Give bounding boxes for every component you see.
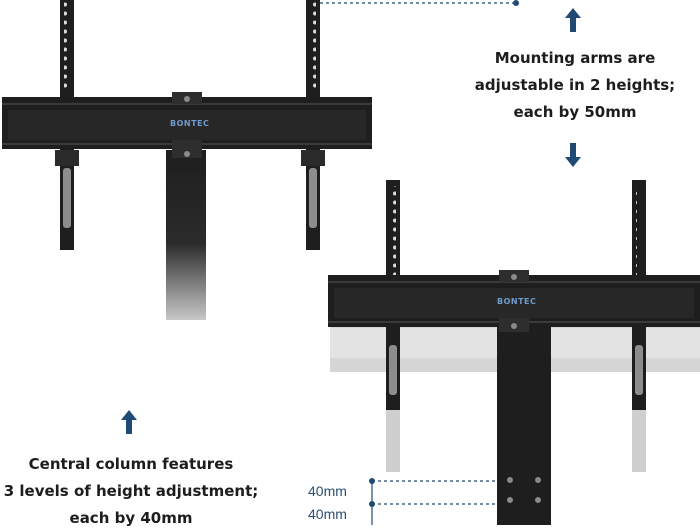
guide-lines: [320, 2, 515, 525]
top-mount: [2, 0, 372, 320]
column-caption: Central column features 3 levels of heig…: [0, 451, 262, 532]
column-caption-line2: 3 levels of height adjustment;: [3, 482, 259, 500]
arrow-down-icon: [565, 143, 581, 167]
arms-caption-line1: Mounting arms are: [494, 49, 656, 67]
arms-caption-line3: each by 50mm: [513, 103, 637, 121]
arms-caption-line2: adjustable in 2 heights;: [474, 76, 676, 94]
measurement-label: 40mm: [308, 506, 347, 522]
column-caption-line1: Central column features: [28, 455, 234, 473]
brand-logo-2: BONTEC: [497, 297, 537, 306]
bottom-mount: [328, 180, 700, 525]
column-caption-line3: each by 40mm: [69, 509, 193, 527]
central-column: [166, 150, 206, 320]
central-column-2: [497, 325, 551, 525]
arms-caption: Mounting arms are adjustable in 2 height…: [470, 45, 680, 126]
measurement-label: 40mm: [308, 483, 347, 499]
arrow-up-icon: [565, 8, 581, 32]
arrow-up-icon: [121, 410, 137, 434]
brand-logo: BONTEC: [170, 119, 210, 128]
